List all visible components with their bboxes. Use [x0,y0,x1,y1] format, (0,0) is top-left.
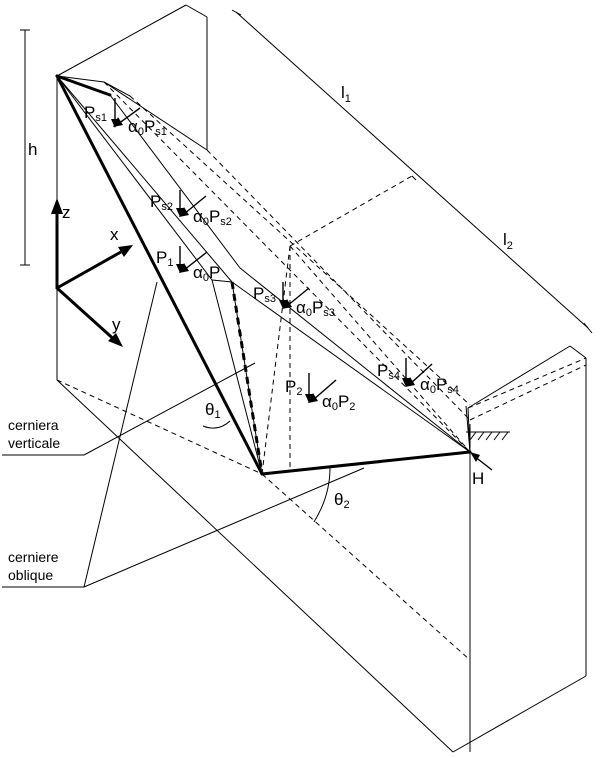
p2-horizontal-label: α0P2 [322,392,355,413]
angle-labels: θ1 θ2 [205,400,350,511]
ps4-label: Ps4 [377,361,400,382]
ps3-label: Ps3 [253,284,276,305]
length-1-sub: 1 [345,93,351,105]
oblique-hinge-2 [260,450,472,476]
svg-text:l2: l2 [503,230,513,252]
ps2-label: Ps2 [150,192,173,213]
support-hatch [466,424,510,448]
axis-y-label: y [112,315,121,334]
force-arrows [111,98,493,471]
force-labels: Ps1 α0Ps1 Ps2 α0Ps2 P1 α0P Ps3 α0Ps3 P2 … [84,103,484,488]
angle-arcs [202,420,331,523]
theta1-label: θ1 [205,400,221,421]
coordinate-axes [51,198,133,347]
length-2-label: l [503,230,507,249]
ps1-label: Ps1 [84,103,107,124]
dimension-lines [20,9,593,334]
mechanism-faces [56,75,471,475]
p1-horizontal-label: α0P [193,263,220,284]
note-labels: cerniera verticale cerniere oblique [8,417,60,583]
length-2-sub: 2 [507,240,513,252]
wall-outline [56,4,587,753]
oblique-hinge-1 [55,74,264,476]
vertical-hinge [55,74,112,97]
svg-text:l1: l1 [341,83,351,105]
oblique-hinges-note-line1: cerniere [8,549,59,565]
p2-label: P2 [285,377,302,398]
axis-x-label: x [110,225,119,244]
p1-label: P1 [156,248,173,269]
h-force-label: H [472,469,484,488]
length-1-label: l [341,83,345,102]
dimension-labels: h l1 l2 [28,83,513,252]
axis-labels: z x y [62,203,121,334]
oblique-hinges-note-line2: oblique [8,567,53,583]
ps2-horizontal-label: α0Ps2 [193,207,232,228]
ps4-horizontal-label: α0Ps4 [420,375,459,396]
height-label: h [28,140,37,159]
hidden-edges [56,81,587,661]
ps1-horizontal-label: α0Ps1 [128,117,167,138]
theta2-label: θ2 [334,490,350,511]
ps3-horizontal-label: α0Ps3 [296,298,335,319]
leader-lines [2,281,365,588]
hinge-lines [55,74,472,476]
vertical-hinge-note-line1: cerniera [8,417,59,433]
axis-z-label: z [62,203,71,222]
vertical-hinge-note-line2: verticale [8,435,60,451]
